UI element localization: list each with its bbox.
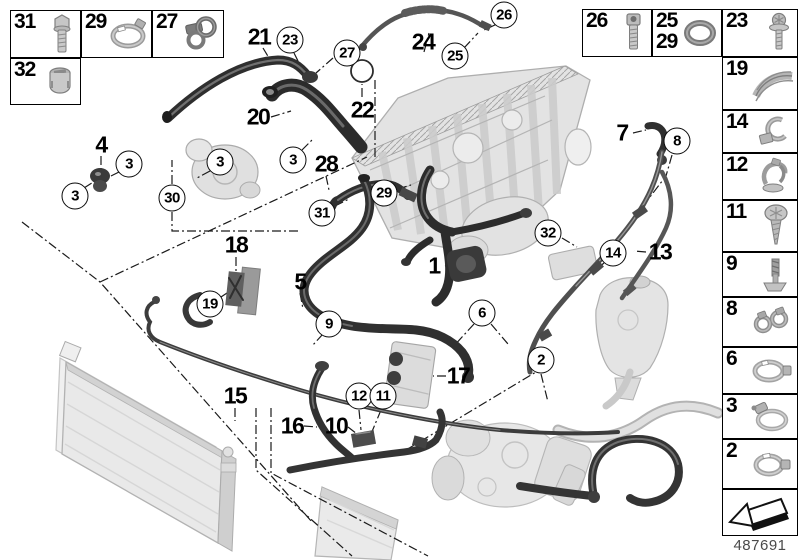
callout-16[interactable]: 16 [280, 412, 305, 439]
callout-23[interactable]: 23 [276, 26, 304, 54]
light-hose-illustration [552, 368, 724, 443]
callout-3[interactable]: 3 [279, 146, 307, 174]
double-loop-clamp-icon [753, 306, 789, 334]
legend-box-12[interactable]: 12 [722, 153, 798, 200]
hex-bolt-icon [53, 14, 71, 53]
callout-32[interactable]: 32 [534, 219, 562, 247]
callout-11[interactable]: 11 [369, 382, 397, 410]
legend-label: 26 [586, 9, 608, 32]
callout-9[interactable]: 9 [315, 310, 343, 338]
callout-17[interactable]: 17 [446, 362, 471, 389]
pipe-clip-icon [758, 116, 787, 145]
socket-head-bolt-icon [626, 13, 641, 50]
callout-5[interactable]: 5 [294, 268, 307, 295]
callout-30[interactable]: 30 [158, 184, 186, 212]
legend-box-11[interactable]: 11 [722, 200, 798, 252]
callout-1[interactable]: 1 [428, 252, 441, 279]
callout-24[interactable]: 24 [411, 28, 436, 55]
legend-box-9[interactable]: 9 [722, 252, 798, 297]
legend-label: 9 [726, 252, 738, 275]
screw-with-washer-icon [769, 12, 789, 50]
spring-band-clamp-tab-icon [753, 452, 791, 477]
legend-label: 32 [14, 58, 36, 81]
callout-25[interactable]: 25 [441, 42, 469, 70]
spring-clip-icon [761, 157, 788, 192]
legend-label-2: 29 [656, 30, 678, 53]
callout-15[interactable]: 15 [223, 382, 248, 409]
callout-28[interactable]: 28 [314, 150, 339, 177]
legend-label: 8 [726, 297, 738, 320]
legend-label: 3 [726, 394, 738, 417]
callout-6[interactable]: 6 [468, 299, 496, 327]
callout-18[interactable]: 18 [224, 231, 249, 258]
callout-21[interactable]: 21 [247, 23, 272, 50]
sealing-plug-icon [49, 66, 71, 94]
bracket-clip-icon [763, 258, 787, 291]
legend-label: 12 [726, 153, 748, 176]
callout-10[interactable]: 10 [324, 412, 349, 439]
legend-label: 19 [726, 57, 748, 80]
legend-label: 27 [156, 10, 178, 33]
aux-radiator-illustration [314, 486, 399, 560]
callout-22[interactable]: 22 [350, 96, 375, 123]
legend-box-31[interactable]: 31 [10, 10, 81, 58]
legend-label: 23 [726, 9, 748, 32]
callout-8[interactable]: 8 [663, 127, 691, 155]
legend-box-3[interactable]: 3 [722, 394, 798, 439]
legend-box-14[interactable]: 14 [722, 110, 798, 153]
legend-box-23[interactable]: 23 [722, 9, 798, 57]
legend-label: 14 [726, 110, 748, 133]
diagram-number: 487691 [733, 537, 787, 554]
legend-box-29[interactable]: 29 [81, 10, 152, 58]
legend-label: 31 [14, 10, 36, 33]
callout-27[interactable]: 27 [333, 39, 361, 67]
legend-label: 11 [726, 200, 747, 223]
double-clamp-icon [185, 16, 217, 50]
legend-box-25-29[interactable]: 25 29 [652, 9, 722, 57]
radiator-illustration [55, 340, 237, 552]
callout-29[interactable]: 29 [370, 179, 398, 207]
callout-14[interactable]: 14 [599, 239, 627, 267]
legend-box-6[interactable]: 6 [722, 347, 798, 394]
legend-box-2[interactable]: 2 [722, 439, 798, 489]
legend-label: 2 [726, 439, 738, 462]
worm-drive-clamp-icon [751, 401, 789, 431]
callout-3[interactable]: 3 [115, 150, 143, 178]
curved-bracket-icon [752, 70, 794, 101]
expansion-tank-illustration [595, 275, 669, 401]
hose-clamp-large-icon [110, 18, 146, 49]
callout-12[interactable]: 12 [345, 382, 373, 410]
callout-13[interactable]: 13 [648, 238, 673, 265]
legend-box-26[interactable]: 26 [582, 9, 652, 57]
callout-7[interactable]: 7 [616, 119, 629, 146]
leader-lines [21, 23, 673, 557]
legend-box-8[interactable]: 8 [722, 297, 798, 347]
callout-26[interactable]: 26 [490, 1, 518, 29]
legend-label: 29 [85, 10, 107, 33]
o-ring-icon [684, 20, 716, 46]
legend-box-32[interactable]: 32 [10, 58, 81, 105]
legend-box-19[interactable]: 19 [722, 57, 798, 110]
hoses-illustration [90, 5, 683, 507]
direction-arrow-icon [727, 497, 789, 531]
callout-3[interactable]: 3 [206, 148, 234, 176]
callout-4[interactable]: 4 [95, 131, 108, 158]
callout-31[interactable]: 31 [308, 199, 336, 227]
callout-19[interactable]: 19 [196, 290, 224, 318]
legend-box-direction-arrow[interactable] [722, 489, 798, 536]
callout-20[interactable]: 20 [246, 103, 271, 130]
legend-box-27[interactable]: 27 [152, 10, 224, 58]
self-tapping-screw-icon [764, 204, 788, 245]
callout-3[interactable]: 3 [61, 182, 89, 210]
spring-band-clamp-icon [752, 359, 792, 382]
callout-2[interactable]: 2 [527, 346, 555, 374]
legend-label: 6 [726, 347, 738, 370]
legend-label: 25 [656, 9, 678, 32]
